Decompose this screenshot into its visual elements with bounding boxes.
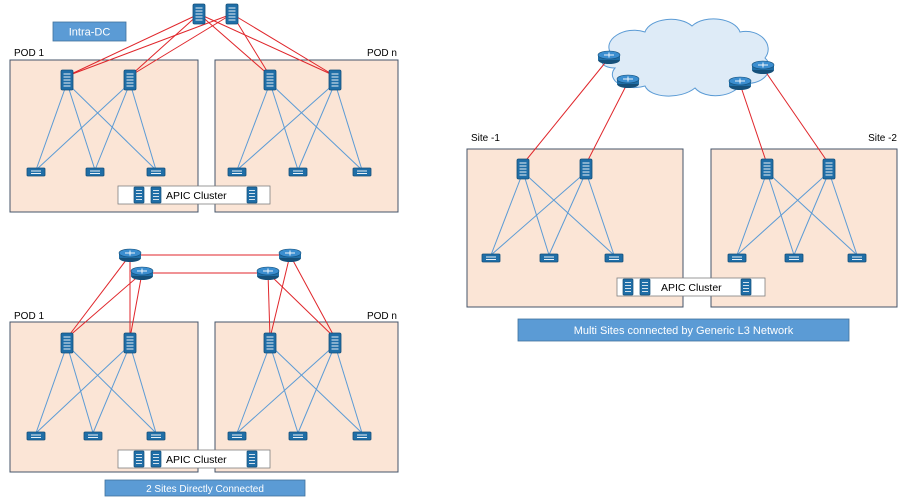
spine-switch-icon [760,158,774,180]
apic-cluster-label: APIC Cluster [166,454,227,466]
spine-switch-icon [822,158,836,180]
podn-title: POD n [367,48,397,59]
leaf-switch-icon [352,167,372,177]
leaf-switch-icon [288,431,308,441]
direct-caption: 2 Sites Directly Connected [146,484,264,495]
leaf-switch-icon [146,167,166,177]
router-icon [597,50,621,65]
spine-switch-icon [328,69,342,91]
router-icon [751,60,775,75]
apic-cluster-box [616,277,766,297]
server-icon [622,278,634,296]
super-spine-switch-icon [225,3,239,25]
leaf-switch-icon [352,431,372,441]
spine-switch-icon [516,158,530,180]
leaf-switch-icon [481,253,501,263]
leaf-links [35,82,363,171]
leaf-switch-icon [85,167,105,177]
server-icon [740,278,752,296]
apic-cluster-label: APIC Cluster [661,282,722,294]
router-icon [130,266,154,281]
leaf-switch-icon [146,431,166,441]
leaf-switch-icon [727,253,747,263]
spine-switch-icon [123,69,137,91]
spine-switch-icon [60,332,74,354]
leaf-links [35,344,363,434]
pod1-title: POD 1 [14,48,44,59]
spine-switch-icon [60,69,74,91]
leaf-switch-icon [847,253,867,263]
leaf-switch-icon [26,167,46,177]
pod1-box [9,321,199,473]
leaf-switch-icon [26,431,46,441]
router-icon [616,74,640,89]
leaf-switch-icon [227,431,247,441]
router-icon [118,248,142,263]
leaf-switch-icon [227,167,247,177]
leaf-links [490,171,858,256]
spine-switch-icon [328,332,342,354]
server-icon [639,278,651,296]
spine-links [66,254,336,339]
podn-title: POD n [367,311,397,322]
server-icon [133,186,145,204]
spine-links [66,13,336,77]
multisite-caption: Multi Sites connected by Generic L3 Netw… [574,325,794,337]
site2-title: Site -2 [868,133,897,144]
direct-caption-box [104,479,306,497]
router-icon [278,248,302,263]
podn-box [214,321,399,473]
server-icon [150,186,162,204]
direct-connect-section: POD 1 POD n APIC Cluster 2 Sites Directl… [9,248,399,497]
wan-links [522,57,830,165]
leaf-switch-icon [604,253,624,263]
multisite-section: Site -1 Site -2 APIC Cluster Multi Sites… [466,18,898,342]
server-icon [150,450,162,468]
router-icon [728,76,752,91]
router-icon [256,266,280,281]
super-spine-switch-icon [192,3,206,25]
multisite-caption-box [517,318,850,342]
spine-switch-icon [263,69,277,91]
leaf-switch-icon [784,253,804,263]
pod1-title: POD 1 [14,311,44,322]
intra-dc-label-box [52,21,127,42]
server-icon [133,450,145,468]
spine-switch-icon [123,332,137,354]
intra-dc-label: Intra-DC [69,27,111,39]
spine-switch-icon [263,332,277,354]
leaf-switch-icon [83,431,103,441]
server-icon [246,450,258,468]
leaf-switch-icon [288,167,308,177]
spine-switch-icon [579,158,593,180]
server-icon [246,186,258,204]
intra-dc-section: Intra-DC POD 1 POD n APIC Cluster [9,3,399,213]
apic-cluster-label: APIC Cluster [166,190,227,202]
site1-title: Site -1 [471,133,500,144]
leaf-switch-icon [539,253,559,263]
